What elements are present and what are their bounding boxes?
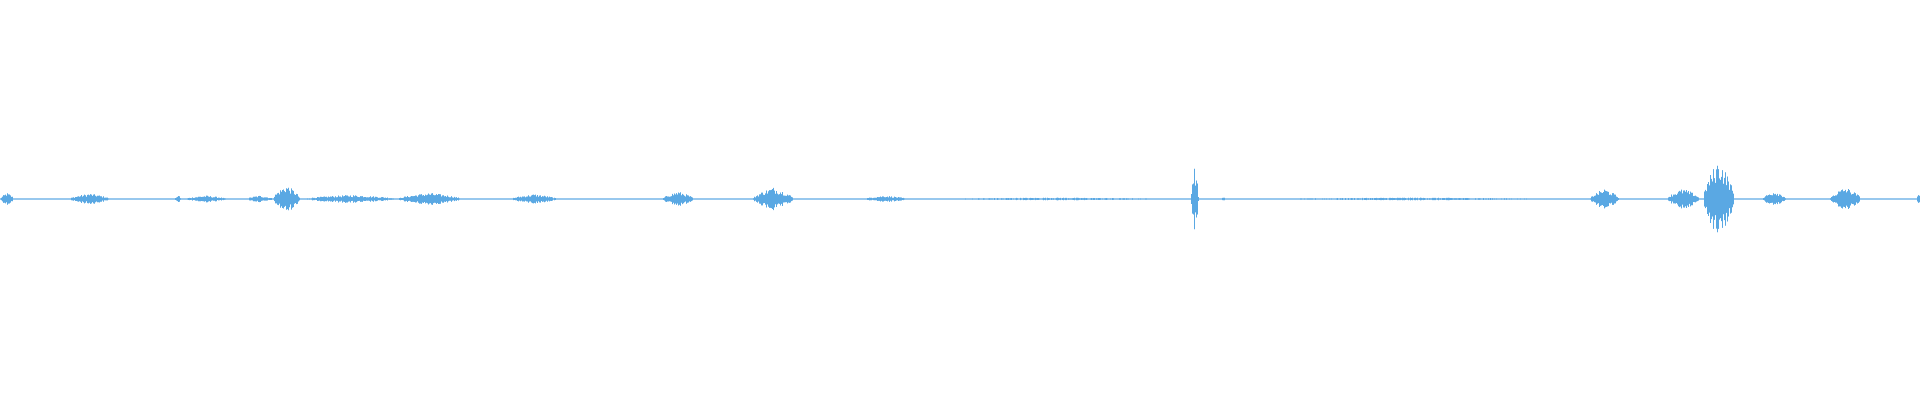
waveform-peaks (0, 165, 1920, 233)
